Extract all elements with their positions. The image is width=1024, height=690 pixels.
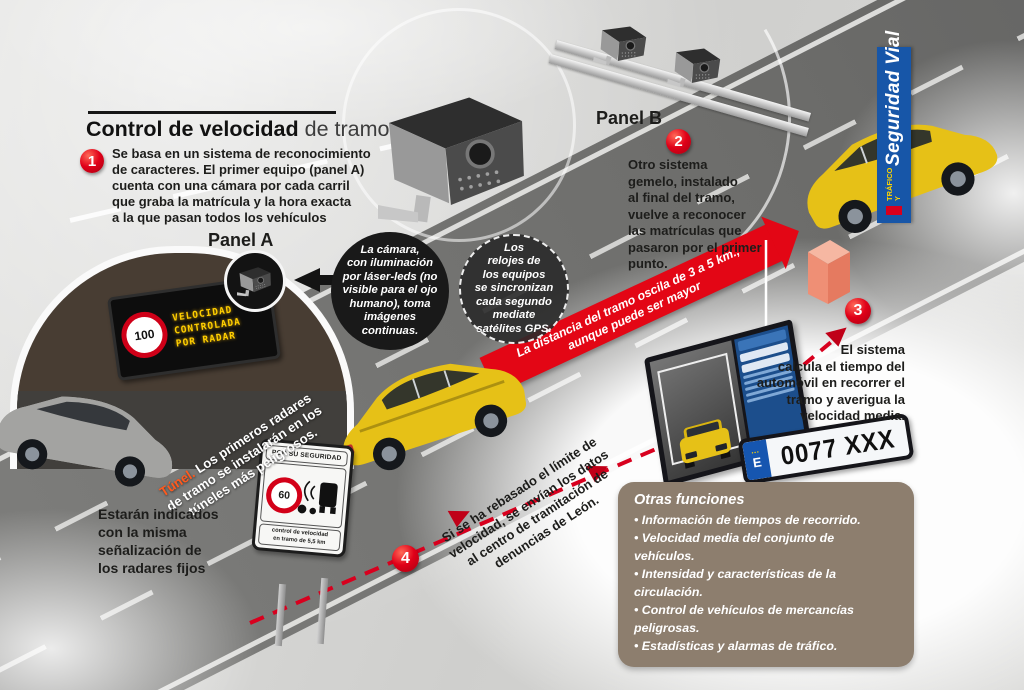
panel-a-camera-inset [224,250,286,312]
camera-icon [237,265,273,298]
pointer-arrow-icon [294,268,320,292]
title-bold: Control de velocidad [86,117,299,141]
list-item: Intensidad y características de la circu… [634,565,898,601]
other-functions-box: Otras funciones Información de tiempos d… [618,482,914,667]
seguridad-vial-logo: TRÁFICO Y Seguridad Vial [877,31,911,223]
vms-limit: 100 [133,326,156,344]
step-2-text: Otro sistema gemelo, instalado al final … [628,157,762,271]
camera-note-text: La cámara, con iluminación por láser-led… [342,243,438,337]
step-1-text: Se basa en un sistema de reconocimiento … [112,146,371,225]
gantry-camera-icon [666,40,726,96]
step-2-badge: 2 [666,129,691,154]
logo-main-text: Seguridad Vial [883,30,904,166]
step-3-text: El sistema calcula el tiempo del automóv… [756,342,905,423]
panel-a-label: Panel A [208,230,274,250]
radar-car-pictogram [289,473,343,521]
title-rule [88,111,336,114]
left-note: Estarán indicados con la misma señalizac… [98,506,219,576]
gantry-camera-icon [592,18,652,74]
plate-eu-band: ••• E [742,439,772,481]
vms-led-text: VELOCIDAD CONTROLADA POR RADAR [171,304,242,350]
step-4-badge: 4 [392,545,419,572]
step-3-badge: 3 [845,298,871,324]
other-functions-title: Otras funciones [634,492,745,508]
title-light: de tramo [298,117,390,141]
logo-small-text: TRÁFICO Y [885,167,902,201]
list-item: Velocidad media del conjunto de vehículo… [634,529,898,565]
panel-b-label: Panel B [596,108,663,128]
logo-chip [886,206,902,215]
gps-note-text: Los relojes de los equipos se sincroniza… [474,241,554,335]
list-item: Información de tiempos de recorrido. [634,511,898,529]
speed-limit-100-sign: 100 [118,308,171,361]
page-title: Control de velocidad de tramo [86,117,389,142]
speed-camera-icon [378,88,533,230]
sign-pictogram: 60 [259,461,347,529]
other-functions-list: Información de tiempos de recorrido. Vel… [634,511,898,655]
step-1-badge: 1 [80,149,104,173]
plate-country: E [751,454,763,471]
sign-footer: control de velocidad en tramo de 5,5 km [257,523,342,552]
gps-note-bubble: Los relojes de los equipos se sincroniza… [459,234,569,344]
roadside-cabinet [808,240,850,304]
list-item: Control de vehículos de mercancías pelig… [634,601,898,637]
camera-note-bubble: La cámara, con iluminación por láser-led… [331,232,449,350]
list-item: Estadísticas y alarmas de tráfico. [634,637,898,655]
